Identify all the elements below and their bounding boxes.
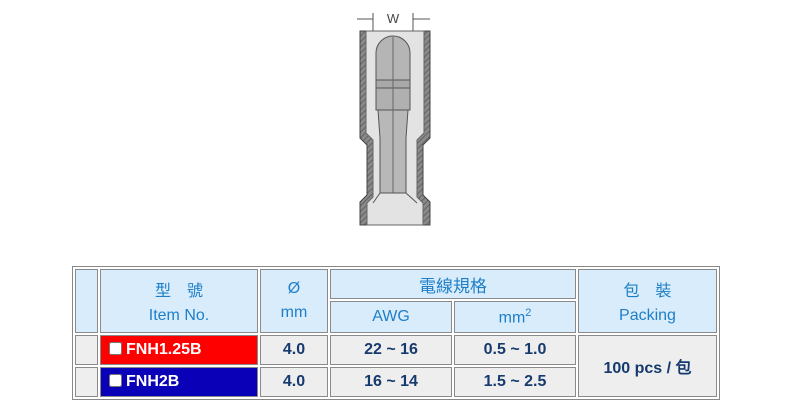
wire-spec-header: 電線規格 [330, 269, 576, 299]
packing-header-zh: 包 裝 [623, 283, 672, 300]
item-name: FNH2B [126, 373, 180, 390]
item-header: 型 號 Item No. [100, 269, 258, 333]
item-cell: FNH2B [100, 367, 258, 397]
width-dimension-label: W [387, 11, 400, 26]
mm2-unit: mm [498, 309, 526, 327]
item-header-zh: 型 號 [154, 283, 203, 300]
row-blank [75, 367, 98, 397]
table-row: FNH2B 4.0 16 ~ 14 1.5 ~ 2.5 [75, 367, 717, 397]
blank-header [75, 269, 98, 333]
terminal-drawing: W [357, 11, 431, 226]
mm2-superscript: 2 [525, 306, 532, 319]
awg-header: AWG [330, 301, 452, 333]
packing-value: 100 pcs / 包 [578, 335, 717, 397]
diameter-symbol: Ø [287, 280, 301, 297]
item-checkbox[interactable] [109, 374, 122, 387]
mm2-value: 0.5 ~ 1.0 [454, 335, 576, 365]
spec-table: 型 號 Item No. Ø mm 電線規格 包 裝 Packing AWG m… [72, 266, 720, 400]
packing-header: 包 裝 Packing [578, 269, 717, 333]
item-checkbox[interactable] [109, 342, 122, 355]
table-row: FNH1.25B 4.0 22 ~ 16 0.5 ~ 1.0 100 pcs /… [75, 335, 717, 397]
diameter-value: 4.0 [260, 335, 328, 365]
diameter-unit: mm [280, 304, 308, 321]
row-blank [75, 335, 98, 365]
diameter-header: Ø mm [260, 269, 328, 333]
item-header-en: Item No. [148, 307, 210, 324]
item-cell: FNH1.25B [100, 335, 258, 365]
diameter-value: 4.0 [260, 367, 328, 397]
mm2-header: mm2 [454, 301, 576, 333]
awg-value: 16 ~ 14 [330, 367, 452, 397]
packing-header-en: Packing [619, 307, 676, 324]
item-name: FNH1.25B [126, 341, 202, 358]
mm2-value: 1.5 ~ 2.5 [454, 367, 576, 397]
awg-value: 22 ~ 16 [330, 335, 452, 365]
